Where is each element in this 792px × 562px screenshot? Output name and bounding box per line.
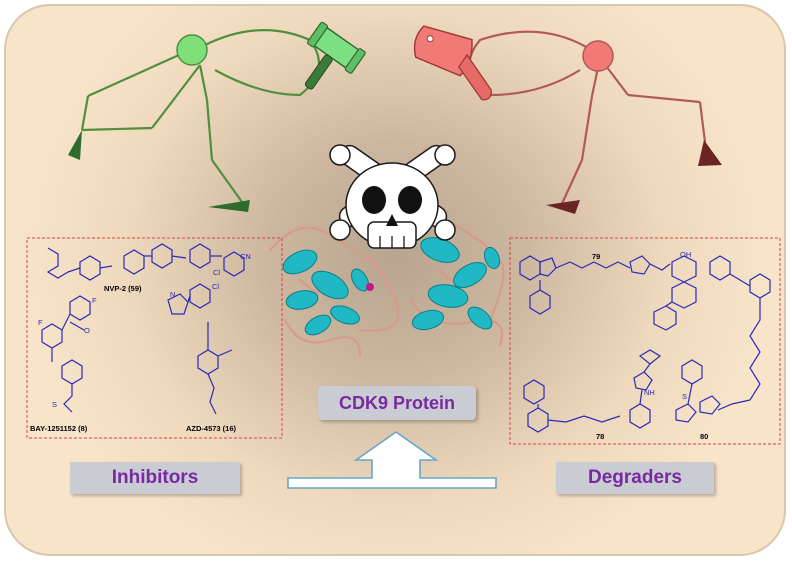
inhibitors-label-text: Inhibitors [111, 467, 199, 488]
atom-s-bay: S [52, 400, 58, 409]
inhibitor-figure-foot-left [68, 130, 82, 160]
degrader-figure-head [582, 40, 614, 72]
inhibitor-figure-head [176, 34, 208, 66]
inhibitors-label: Inhibitors [70, 462, 240, 494]
atom-s-80: S [682, 392, 688, 401]
inhibitor-figure-foot-right [208, 200, 250, 212]
compound-label-nvp2: NVP-2 (59) [104, 284, 142, 293]
degrader-figure-foot-left [546, 200, 580, 214]
degrader-figure-foot-right [698, 140, 722, 166]
hammer-icon [304, 21, 366, 90]
skull-crossbones-icon [329, 144, 456, 249]
cdk9-protein-label: CDK9 Protein [318, 386, 476, 420]
atom-nh-78: NH [644, 388, 655, 397]
atom-f-bay-1: F [38, 318, 43, 327]
inhibitor-structures [41, 243, 245, 415]
atom-n-azd: N [170, 290, 176, 299]
cleaver-icon [413, 25, 492, 101]
degraders-structures-box [509, 237, 781, 445]
atom-o-bay: O [84, 326, 90, 335]
atom-f-bay-2: F [92, 296, 97, 305]
upward-arrow [287, 431, 497, 489]
degraders-label-text: Degraders [588, 467, 682, 488]
cdk9-protein-label-text: CDK9 Protein [338, 392, 455, 413]
compound-label-azd: AZD-4573 (16) [186, 424, 237, 433]
cdk9-protein-structure [268, 217, 505, 357]
compound-label-80: 80 [700, 432, 709, 441]
compound-label-79: 79 [592, 252, 601, 261]
atom-cl-azd: Cl [212, 282, 220, 291]
inhibitors-structures-box [26, 237, 283, 439]
degraders-label: Degraders [556, 462, 714, 494]
atom-oh-79: OH [680, 250, 692, 259]
atom-cn-nvp2: CN [240, 252, 251, 261]
degrader-structures [519, 255, 771, 433]
atom-cl-nvp2: Cl [213, 268, 221, 277]
compound-label-78: 78 [596, 432, 605, 441]
compound-label-bay: BAY-1251152 (8) [30, 424, 88, 433]
